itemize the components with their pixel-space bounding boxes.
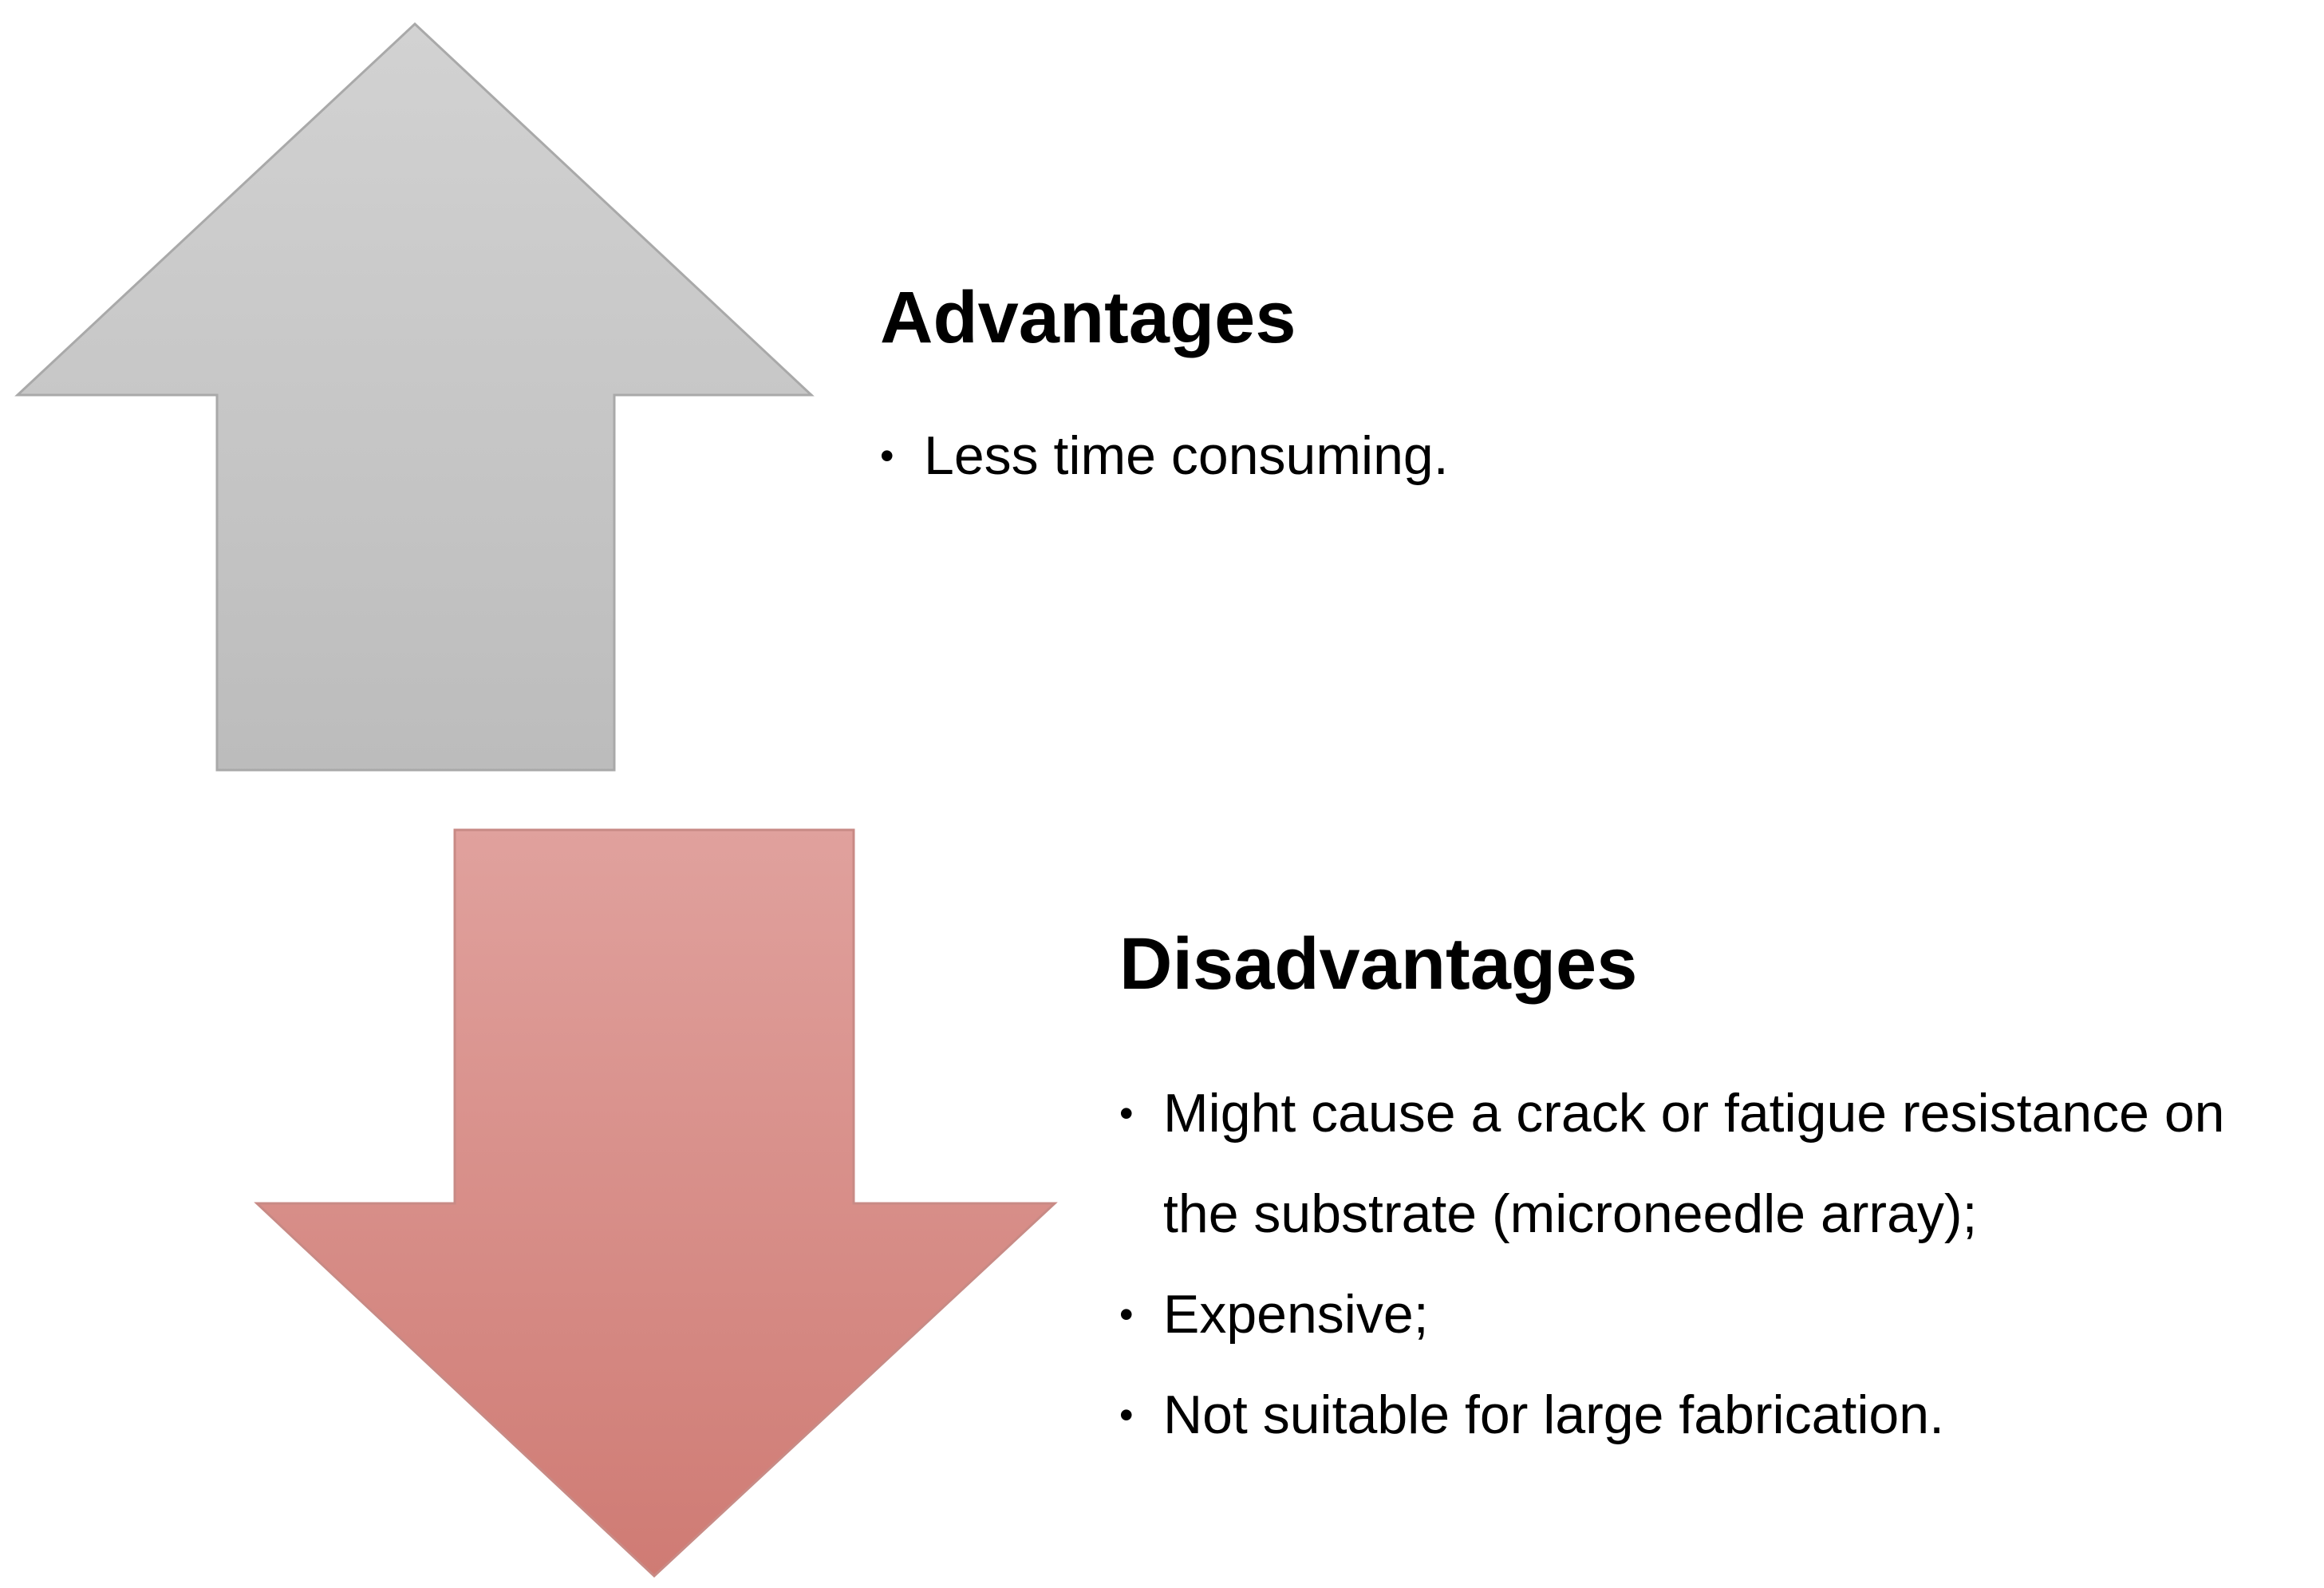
advantages-list: • Less time consuming. (880, 405, 1449, 506)
disadvantages-item-text: Might cause a crack or fatigue resistanc… (1163, 1083, 2225, 1144)
disadvantages-item-1-line-2: the substrate (microneedle array); (1119, 1163, 2224, 1264)
disadvantages-item-text: the substrate (microneedle array); (1163, 1183, 1978, 1244)
bullet-icon: • (1119, 1392, 1134, 1437)
down-arrow-icon (254, 828, 1058, 1578)
advantages-title: Advantages (880, 277, 1296, 358)
advantages-item-text: Less time consuming. (924, 425, 1449, 486)
bullet-icon: • (880, 433, 894, 478)
up-arrow-icon (14, 22, 815, 772)
disadvantages-item-3-line-1: • Not suitable for large fabrication. (1119, 1365, 2224, 1465)
advantages-section: Advantages •Less time consuming. (880, 281, 1449, 506)
disadvantages-title: Disadvantages (1119, 923, 1638, 1005)
disadvantages-list: • Might cause a crack or fatigue resistan… (1119, 1063, 2224, 1465)
advantages-item-1-line-1: • Less time consuming. (880, 405, 1449, 506)
disadvantages-item-1-line-1: • Might cause a crack or fatigue resistan… (1119, 1063, 2224, 1163)
disadvantages-item-text: Expensive; (1163, 1284, 1429, 1345)
disadvantages-section: Disadvantages •Might cause a crack or fa… (1119, 927, 2224, 1465)
disadvantages-item-text: Not suitable for large fabrication. (1163, 1385, 1944, 1445)
bullet-icon: • (1119, 1292, 1134, 1337)
disadvantages-item-2-line-1: • Expensive; (1119, 1264, 2224, 1365)
bullet-icon: • (1119, 1091, 1134, 1136)
